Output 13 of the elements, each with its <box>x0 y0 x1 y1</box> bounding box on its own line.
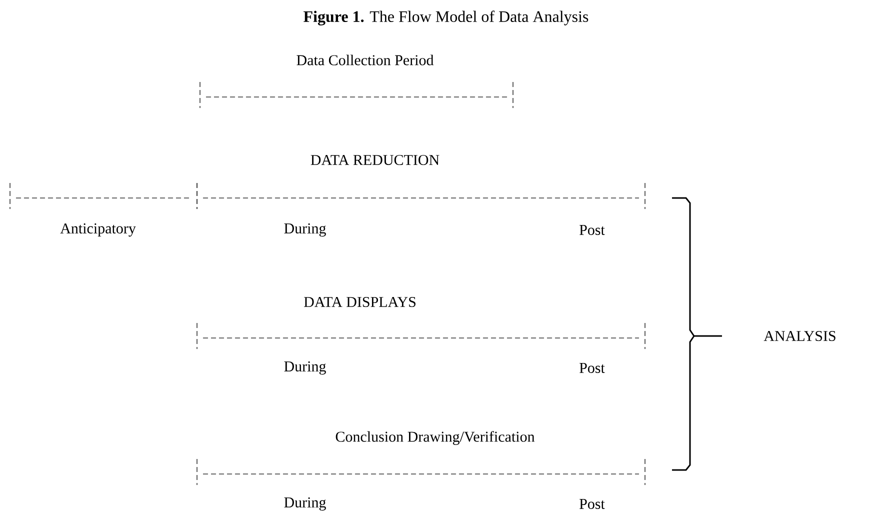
phase-label: During <box>284 223 326 237</box>
phase-label: Post <box>580 225 605 235</box>
bracket-label: ANALYSIS <box>764 330 836 342</box>
phase-label: Anticipatory <box>60 223 136 237</box>
phase-heading: DATA DISPLAYS <box>304 296 416 308</box>
heading-text: Data Collection Period <box>296 54 434 66</box>
figure-title: Figure 1. The Flow Model of Data Analysis <box>304 10 588 26</box>
phase-label: During <box>284 497 326 511</box>
phase-heading: Conclusion Drawing/Verification <box>336 431 535 445</box>
phase-label: Post <box>580 363 605 373</box>
phase-label: Post <box>580 499 605 509</box>
phase-heading: DATA REDUCTION <box>310 154 440 166</box>
phase-label: During <box>284 361 326 375</box>
